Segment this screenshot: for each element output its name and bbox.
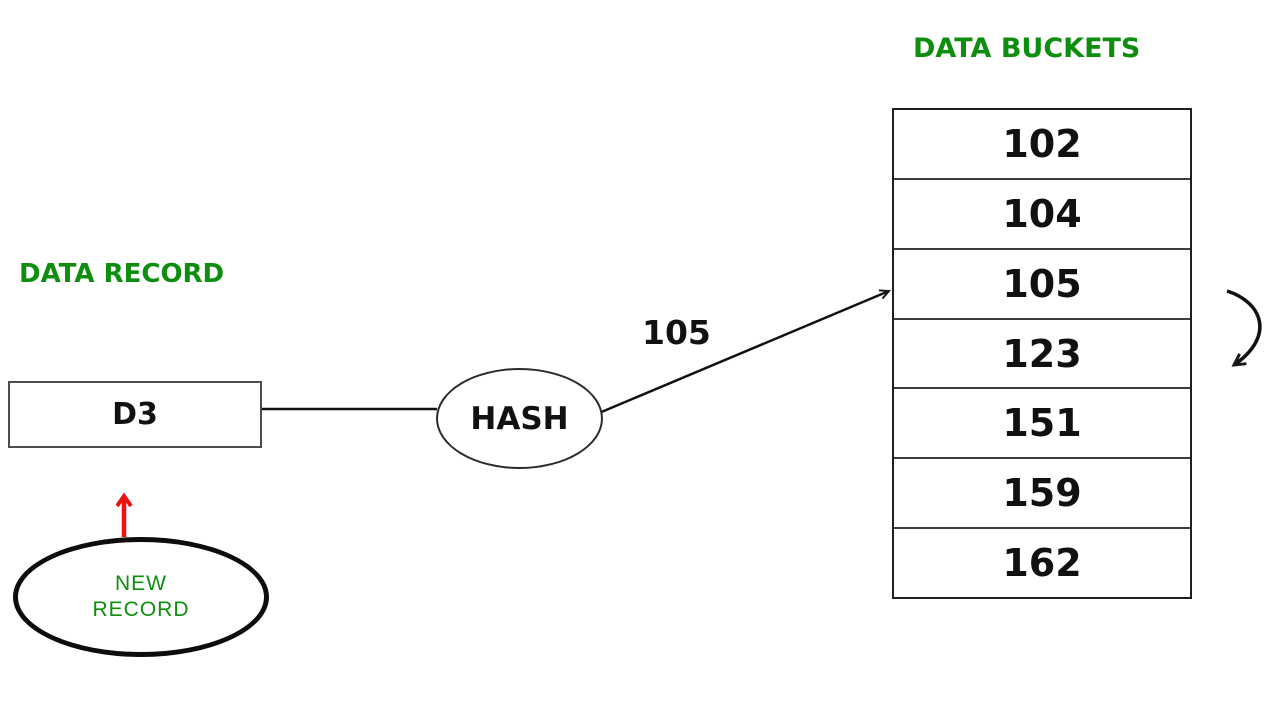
bucket-side-curved-arrow-icon [1226, 289, 1262, 365]
bucket-row: 123 [894, 320, 1190, 390]
new-record-label-line1: NEW [115, 572, 167, 595]
data-record-box: D3 [8, 381, 262, 448]
hash-to-bucket-arrow [598, 289, 892, 415]
bucket-row: 151 [894, 389, 1190, 460]
data-record-title: DATA RECORD [19, 259, 225, 289]
data-buckets-table: 102 104 105 123 151 159 162 [892, 108, 1192, 599]
data-record-value: D3 [112, 397, 158, 432]
bucket-row: 102 [894, 110, 1190, 180]
hash-function-node: HASH [436, 368, 603, 469]
new-record-label-line2: RECORD [92, 598, 190, 621]
data-buckets-title: DATA BUCKETS [913, 33, 1141, 64]
bucket-row: 162 [1002, 541, 1082, 586]
hash-function-label: HASH [470, 400, 569, 437]
bucket-row: 104 [894, 180, 1190, 250]
new-record-node: NEW RECORD [13, 537, 269, 657]
bucket-row: 159 [894, 459, 1190, 530]
bucket-row: 105 [894, 250, 1190, 320]
hash-output-value: 105 [642, 313, 711, 352]
